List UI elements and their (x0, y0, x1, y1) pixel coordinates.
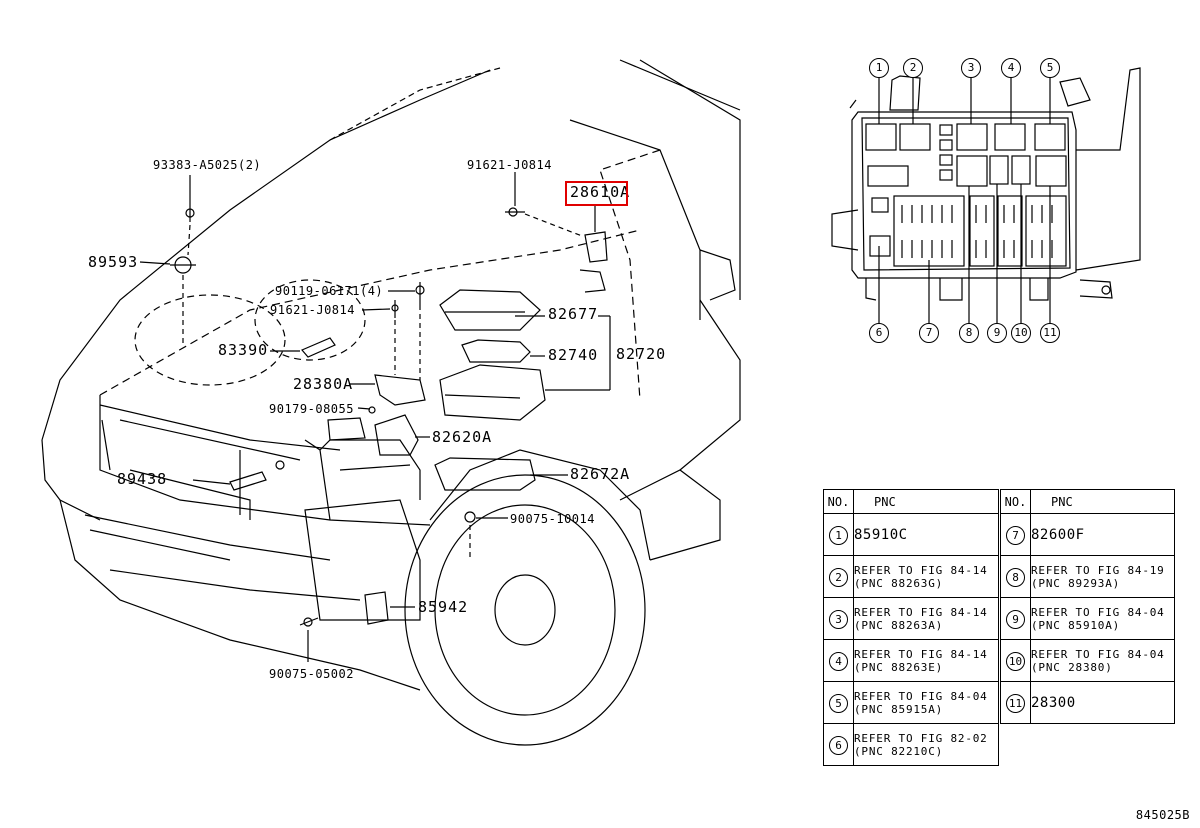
table-row: 11 28300 (1000, 681, 1175, 724)
row-number: 2 (829, 568, 848, 587)
row-number: 3 (829, 610, 848, 629)
header-pnc: PNC (1030, 489, 1175, 514)
ref-pnc: (PNC 88263E) (854, 660, 944, 674)
ref-pnc: (PNC 88263G) (854, 576, 944, 590)
table-row: 9 REFER TO FIG 84-04(PNC 85910A) (1000, 597, 1175, 640)
callout-85942[interactable]: 85942 (418, 598, 469, 616)
row-number: 4 (829, 652, 848, 671)
ref-line[interactable]: REFER TO FIG 84-14 (854, 605, 988, 619)
row-number: 11 (1006, 694, 1025, 713)
pnc-value[interactable]: 85910C (853, 513, 999, 556)
row-number: 5 (829, 694, 848, 713)
ref-line[interactable]: REFER TO FIG 84-04 (1031, 647, 1165, 661)
table-row: 4 REFER TO FIG 84-14(PNC 88263E) (823, 639, 999, 682)
fusebox-number-1[interactable]: 1 (869, 58, 889, 78)
callout-28610A-highlight (565, 181, 628, 206)
fusebox-number-8[interactable]: 8 (959, 323, 979, 343)
fusebox-number-7[interactable]: 7 (919, 323, 939, 343)
fusebox-number-3[interactable]: 3 (961, 58, 981, 78)
fusebox-number-5[interactable]: 5 (1040, 58, 1060, 78)
ref-pnc: (PNC 85910A) (1031, 618, 1121, 632)
callout-28380A[interactable]: 28380A (293, 375, 354, 393)
ref-line[interactable]: REFER TO FIG 84-04 (1031, 605, 1165, 619)
fusebox-number-9[interactable]: 9 (987, 323, 1007, 343)
table-row: 7 82600F (1000, 513, 1175, 556)
fusebox-number-4[interactable]: 4 (1001, 58, 1021, 78)
callout-90119[interactable]: 90119-06171(4) (275, 284, 384, 298)
ref-pnc: (PNC 82210C) (854, 744, 944, 758)
header-no: NO. (1000, 489, 1031, 514)
fusebox-number-6[interactable]: 6 (869, 323, 889, 343)
fusebox-number-2[interactable]: 2 (903, 58, 923, 78)
callout-82672A[interactable]: 82672A (570, 465, 631, 483)
ref-line[interactable]: REFER TO FIG 84-14 (854, 563, 988, 577)
callout-83390[interactable]: 83390 (218, 341, 269, 359)
ref-line[interactable]: REFER TO FIG 84-14 (854, 647, 988, 661)
callout-90179[interactable]: 90179-08055 (269, 402, 354, 416)
row-number: 10 (1006, 652, 1025, 671)
fusebox-number-11[interactable]: 11 (1040, 323, 1060, 343)
callout-82677[interactable]: 82677 (548, 305, 599, 323)
table-row: 3 REFER TO FIG 84-14(PNC 88263A) (823, 597, 999, 640)
callout-28610A[interactable]: 28610A (570, 183, 631, 201)
row-number: 6 (829, 736, 848, 755)
pnc-value[interactable]: 82600F (1030, 513, 1175, 556)
callout-91621-lower[interactable]: 91621-J0814 (270, 303, 355, 317)
header-no: NO. (823, 489, 854, 514)
table-row: 2 REFER TO FIG 84-14(PNC 88263G) (823, 555, 999, 598)
header-pnc: PNC (853, 489, 999, 514)
ref-line[interactable]: REFER TO FIG 84-04 (854, 689, 988, 703)
callout-82740[interactable]: 82740 (548, 346, 599, 364)
callout-89593[interactable]: 89593 (88, 253, 139, 271)
pnc-value[interactable]: 28300 (1030, 681, 1175, 724)
callout-90075-upper[interactable]: 90075-10014 (510, 512, 595, 526)
fuse-box-drawing (831, 67, 1141, 324)
row-number: 9 (1006, 610, 1025, 629)
ref-pnc: (PNC 88263A) (854, 618, 944, 632)
pnc-table-right: NO. PNC 7 82600F 8 REFER TO FIG 84-19(PN… (1000, 489, 1175, 724)
pnc-table-left: NO. PNC 1 85910C 2 REFER TO FIG 84-14(PN… (823, 489, 999, 766)
callout-93383[interactable]: 93383-A5025(2) (153, 158, 262, 172)
callout-91621-upper[interactable]: 91621-J0814 (467, 158, 552, 172)
callout-82720[interactable]: 82720 (616, 345, 667, 363)
ref-pnc: (PNC 28380) (1031, 660, 1113, 674)
fusebox-number-10[interactable]: 10 (1011, 323, 1031, 343)
callout-90075-lower[interactable]: 90075-05002 (269, 667, 354, 681)
callout-89438[interactable]: 89438 (117, 470, 168, 488)
row-number: 8 (1006, 568, 1025, 587)
row-number: 7 (1006, 526, 1025, 545)
table-row: 1 85910C (823, 513, 999, 556)
callout-82620A[interactable]: 82620A (432, 428, 493, 446)
row-number: 1 (829, 526, 848, 545)
figure-code: 845025B (1135, 808, 1190, 822)
table-row: 5 REFER TO FIG 84-04(PNC 85915A) (823, 681, 999, 724)
ref-line[interactable]: REFER TO FIG 84-19 (1031, 563, 1165, 577)
ref-pnc: (PNC 89293A) (1031, 576, 1121, 590)
ref-line[interactable]: REFER TO FIG 82-02 (854, 731, 988, 745)
table-row: 8 REFER TO FIG 84-19(PNC 89293A) (1000, 555, 1175, 598)
table-row: 10 REFER TO FIG 84-04(PNC 28380) (1000, 639, 1175, 682)
table-row: 6 REFER TO FIG 82-02(PNC 82210C) (823, 723, 999, 766)
ref-pnc: (PNC 85915A) (854, 702, 944, 716)
